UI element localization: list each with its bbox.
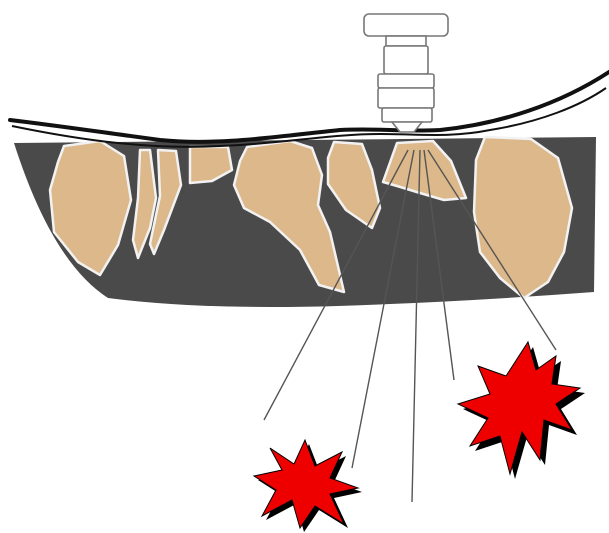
objective-ring-2 [378, 88, 434, 108]
surface-line [10, 72, 609, 142]
objective-top-cap [364, 14, 448, 36]
burst-right [458, 342, 585, 479]
objective-lower [382, 108, 432, 122]
burst-left [254, 440, 362, 532]
objective-barrel [384, 46, 428, 74]
objective-neck [386, 36, 426, 46]
microscope-objective-icon [364, 14, 448, 132]
objective-ring-1 [378, 74, 434, 88]
